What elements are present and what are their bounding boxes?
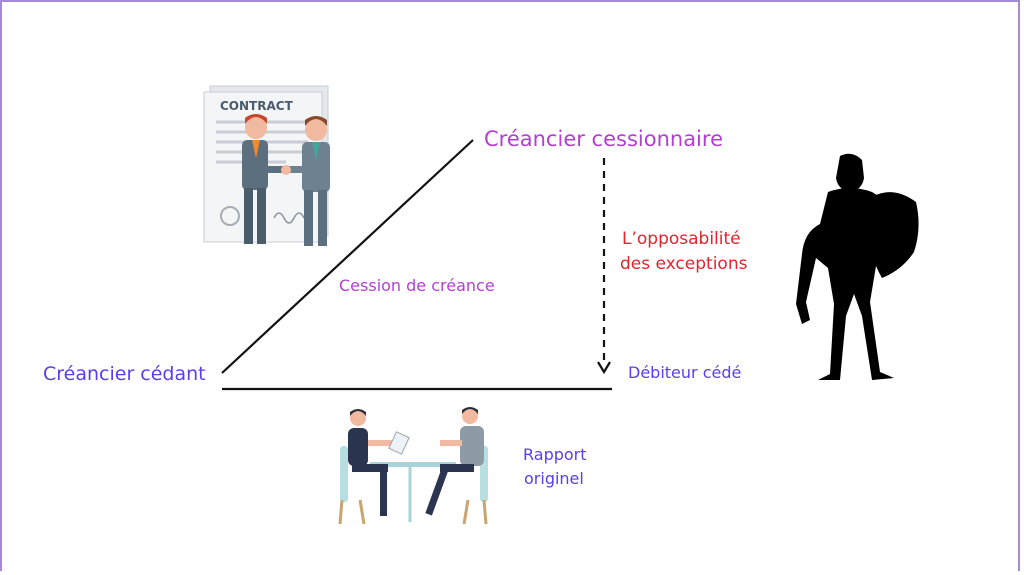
debtor-label: Débiteur cédé (628, 363, 742, 382)
meeting-illustration (338, 407, 488, 525)
creditor-assignor-label: Créancier cédant (43, 363, 206, 385)
original-relation-label-line2: originel (524, 469, 584, 488)
exceptions-label-line2: des exceptions (620, 254, 748, 274)
original-relation-label-line1: Rapport (523, 445, 587, 464)
seal-icon (220, 206, 240, 226)
contract-handshake-illustration: CONTRACT (203, 85, 330, 246)
creditor-assignee-label: Créancier cessionnaire (484, 127, 723, 151)
document-icon (388, 431, 410, 455)
assignment-line (221, 139, 474, 374)
exceptions-label-line1: L’opposabilité (622, 229, 741, 249)
contract-title: CONTRACT (220, 99, 294, 113)
warrior-shield-silhouette (796, 153, 919, 380)
assignment-label: Cession de créance (339, 276, 495, 295)
handshake-icon (281, 165, 291, 175)
arrow-head-icon (597, 361, 611, 375)
